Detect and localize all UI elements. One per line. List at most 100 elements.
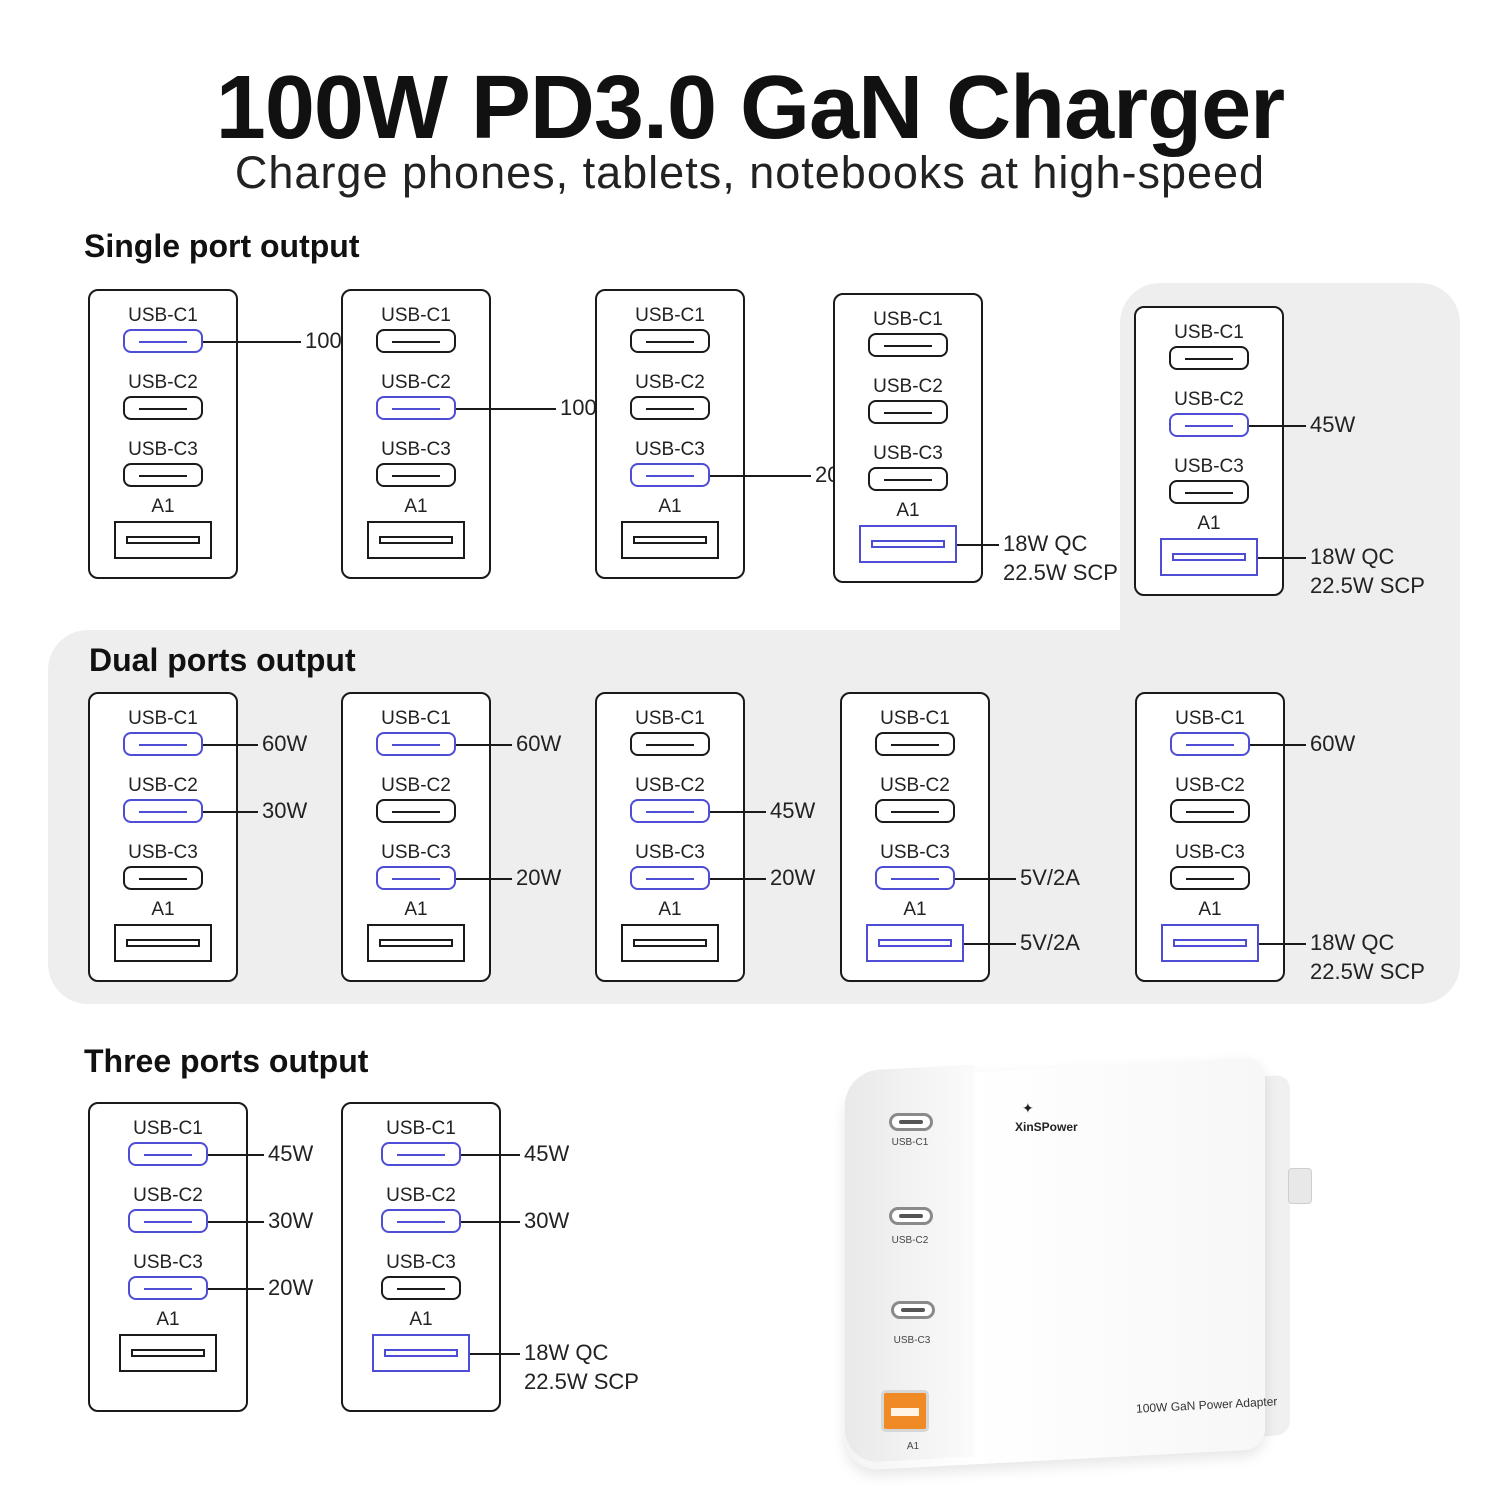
- usb-a-port-a1-active: [372, 1334, 470, 1372]
- usb-c-port-c3-active: [128, 1276, 208, 1300]
- usb-c-port-c2-active: [1169, 413, 1249, 437]
- port-label-c3: USB-C3: [381, 439, 451, 460]
- port-label-c2: USB-C2: [873, 376, 943, 397]
- port-label-c2: USB-C2: [1175, 775, 1245, 796]
- usb-c-port-c1: [1169, 346, 1249, 370]
- port-label-a1: A1: [404, 899, 428, 920]
- port-label-c3: USB-C3: [1174, 456, 1244, 477]
- usb-c-port-c1: [630, 329, 710, 353]
- usb-c-port-c1: [376, 329, 456, 353]
- usb-c-port-c1: [630, 732, 710, 756]
- product-label-c2: USB-C2: [891, 1235, 929, 1246]
- leader-line-a1: [1259, 943, 1306, 945]
- leader-line-c1: [456, 744, 512, 746]
- port-label-a1: A1: [1198, 899, 1222, 920]
- usb-a-port-a1: [114, 924, 212, 962]
- port-label-c3: USB-C3: [128, 842, 198, 863]
- port-label-c1: USB-C1: [635, 708, 705, 729]
- leader-line-c2: [208, 1221, 264, 1223]
- port-label-a1: A1: [896, 500, 920, 521]
- section-title-dual: Dual ports output: [89, 642, 356, 678]
- port-label-c3: USB-C3: [635, 439, 705, 460]
- leader-line-a1: [1258, 557, 1306, 559]
- page-subtitle: Charge phones, tablets, notebooks at hig…: [234, 147, 1266, 198]
- usb-c-port-c2: [1170, 799, 1250, 823]
- wattage-label-c1: 60W: [262, 731, 308, 756]
- usb-a-port-a1-active: [1160, 538, 1258, 576]
- port-label-c2: USB-C2: [635, 775, 705, 796]
- product-usb-c3-port: [891, 1301, 935, 1319]
- port-label-c2: USB-C2: [880, 775, 950, 796]
- usb-a-port-a1-active: [1161, 924, 1259, 962]
- usb-c-port-c3-active: [376, 866, 456, 890]
- port-label-c2: USB-C2: [381, 372, 451, 393]
- brand-logo-icon: ✦: [1022, 1100, 1034, 1116]
- usb-c-port-c2: [875, 799, 955, 823]
- usb-c-port-c3-active: [875, 866, 955, 890]
- port-label-a1: A1: [658, 899, 682, 920]
- wattage-label-a1: 22.5W SCP: [1003, 560, 1118, 585]
- port-label-c2: USB-C2: [133, 1185, 203, 1206]
- usb-c-port-c2: [868, 400, 948, 424]
- usb-a-port-a1: [119, 1334, 217, 1372]
- usb-c-port-c2: [630, 396, 710, 420]
- usb-c-port-c1-active: [123, 732, 203, 756]
- wattage-label-a1: 18W QC: [524, 1340, 609, 1365]
- wattage-label-c3: 20W: [268, 1275, 314, 1300]
- usb-c-port-c2: [123, 396, 203, 420]
- leader-line-c1: [461, 1154, 520, 1156]
- wattage-label-c1: 60W: [1310, 731, 1356, 756]
- product-usb-c2-port: [889, 1207, 933, 1225]
- leader-line-c3: [710, 878, 766, 880]
- page-title: 100W PD3.0 GaN Charger: [215, 58, 1285, 158]
- usb-a-port-a1: [621, 521, 719, 559]
- leader-line-c2: [710, 811, 766, 813]
- brand-name: XinSPower: [1015, 1120, 1078, 1134]
- wattage-label-a1: 18W QC: [1310, 544, 1395, 569]
- port-label-c3: USB-C3: [386, 1252, 456, 1273]
- wattage-label-a1: 5V/2A: [1020, 930, 1080, 955]
- wattage-label-c1: 45W: [268, 1141, 314, 1166]
- port-label-c1: USB-C1: [386, 1118, 456, 1139]
- usb-c-port-c3-active: [630, 463, 710, 487]
- leader-line-c1: [203, 341, 301, 343]
- leader-line-c3: [955, 878, 1016, 880]
- product-label-c1: USB-C1: [891, 1137, 929, 1148]
- port-label-c1: USB-C1: [128, 708, 198, 729]
- wattage-label-c3: 20W: [770, 865, 816, 890]
- usb-c-port-c2: [376, 799, 456, 823]
- usb-a-port-a1-active: [859, 525, 957, 563]
- section-title-three: Three ports output: [84, 1043, 369, 1079]
- port-label-c1: USB-C1: [381, 708, 451, 729]
- usb-c-port-c1-active: [376, 732, 456, 756]
- usb-c-port-c3: [376, 463, 456, 487]
- port-label-c1: USB-C1: [381, 305, 451, 326]
- port-label-c1: USB-C1: [1174, 322, 1244, 343]
- usb-a-port-a1-active: [866, 924, 964, 962]
- usb-c-port-c1: [868, 333, 948, 357]
- usb-a-port-a1: [367, 924, 465, 962]
- wattage-label-c2: 30W: [262, 798, 308, 823]
- product-label-c3: USB-C3: [893, 1335, 931, 1346]
- wattage-label-a1: 18W QC: [1310, 930, 1395, 955]
- usb-c-port-c1: [875, 732, 955, 756]
- usb-c-port-c3: [1170, 866, 1250, 890]
- wattage-label-a1: 22.5W SCP: [1310, 959, 1425, 984]
- usb-c-port-c1-active: [1170, 732, 1250, 756]
- leader-line-a1: [964, 943, 1016, 945]
- usb-c-port-c3: [123, 866, 203, 890]
- usb-c-port-c3: [868, 467, 948, 491]
- wattage-label-a1: 22.5W SCP: [524, 1369, 639, 1394]
- wattage-label-c2: 30W: [524, 1208, 570, 1233]
- usb-c-port-c2-active: [376, 396, 456, 420]
- usb-c-port-c2-active: [123, 799, 203, 823]
- leader-line-c2: [461, 1221, 520, 1223]
